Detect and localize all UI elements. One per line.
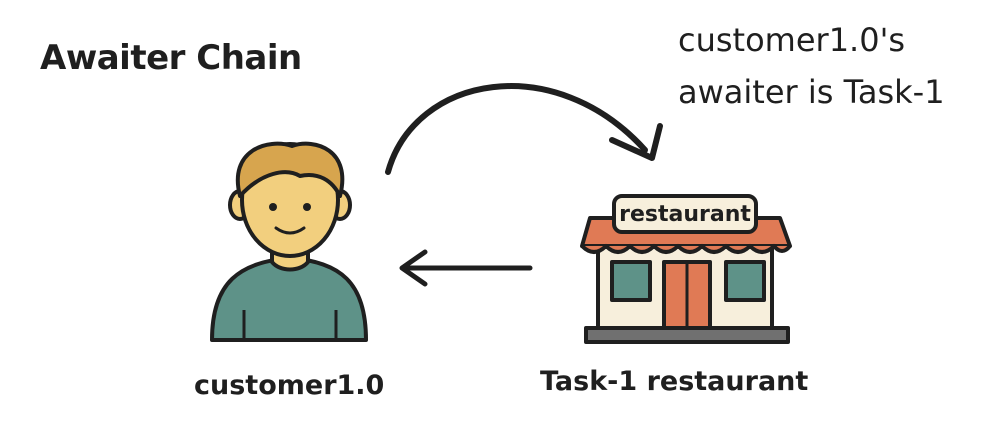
restaurant-icon bbox=[580, 194, 792, 344]
awaiter-note-line-1: customer1.0's bbox=[678, 21, 906, 59]
person-icon bbox=[210, 141, 368, 342]
curved-arrow-icon bbox=[385, 83, 663, 175]
customer-label: customer1.0 bbox=[194, 370, 385, 401]
restaurant-sign-text: restaurant bbox=[619, 202, 751, 227]
left-arrow-icon bbox=[399, 249, 533, 287]
restaurant-label: Task-1 restaurant bbox=[540, 366, 809, 397]
awaiter-note-line-2: awaiter is Task-1 bbox=[678, 73, 945, 111]
diagram-title: Awaiter Chain bbox=[40, 38, 302, 78]
awaiter-note: customer1.0's awaiter is Task-1 bbox=[678, 14, 945, 118]
